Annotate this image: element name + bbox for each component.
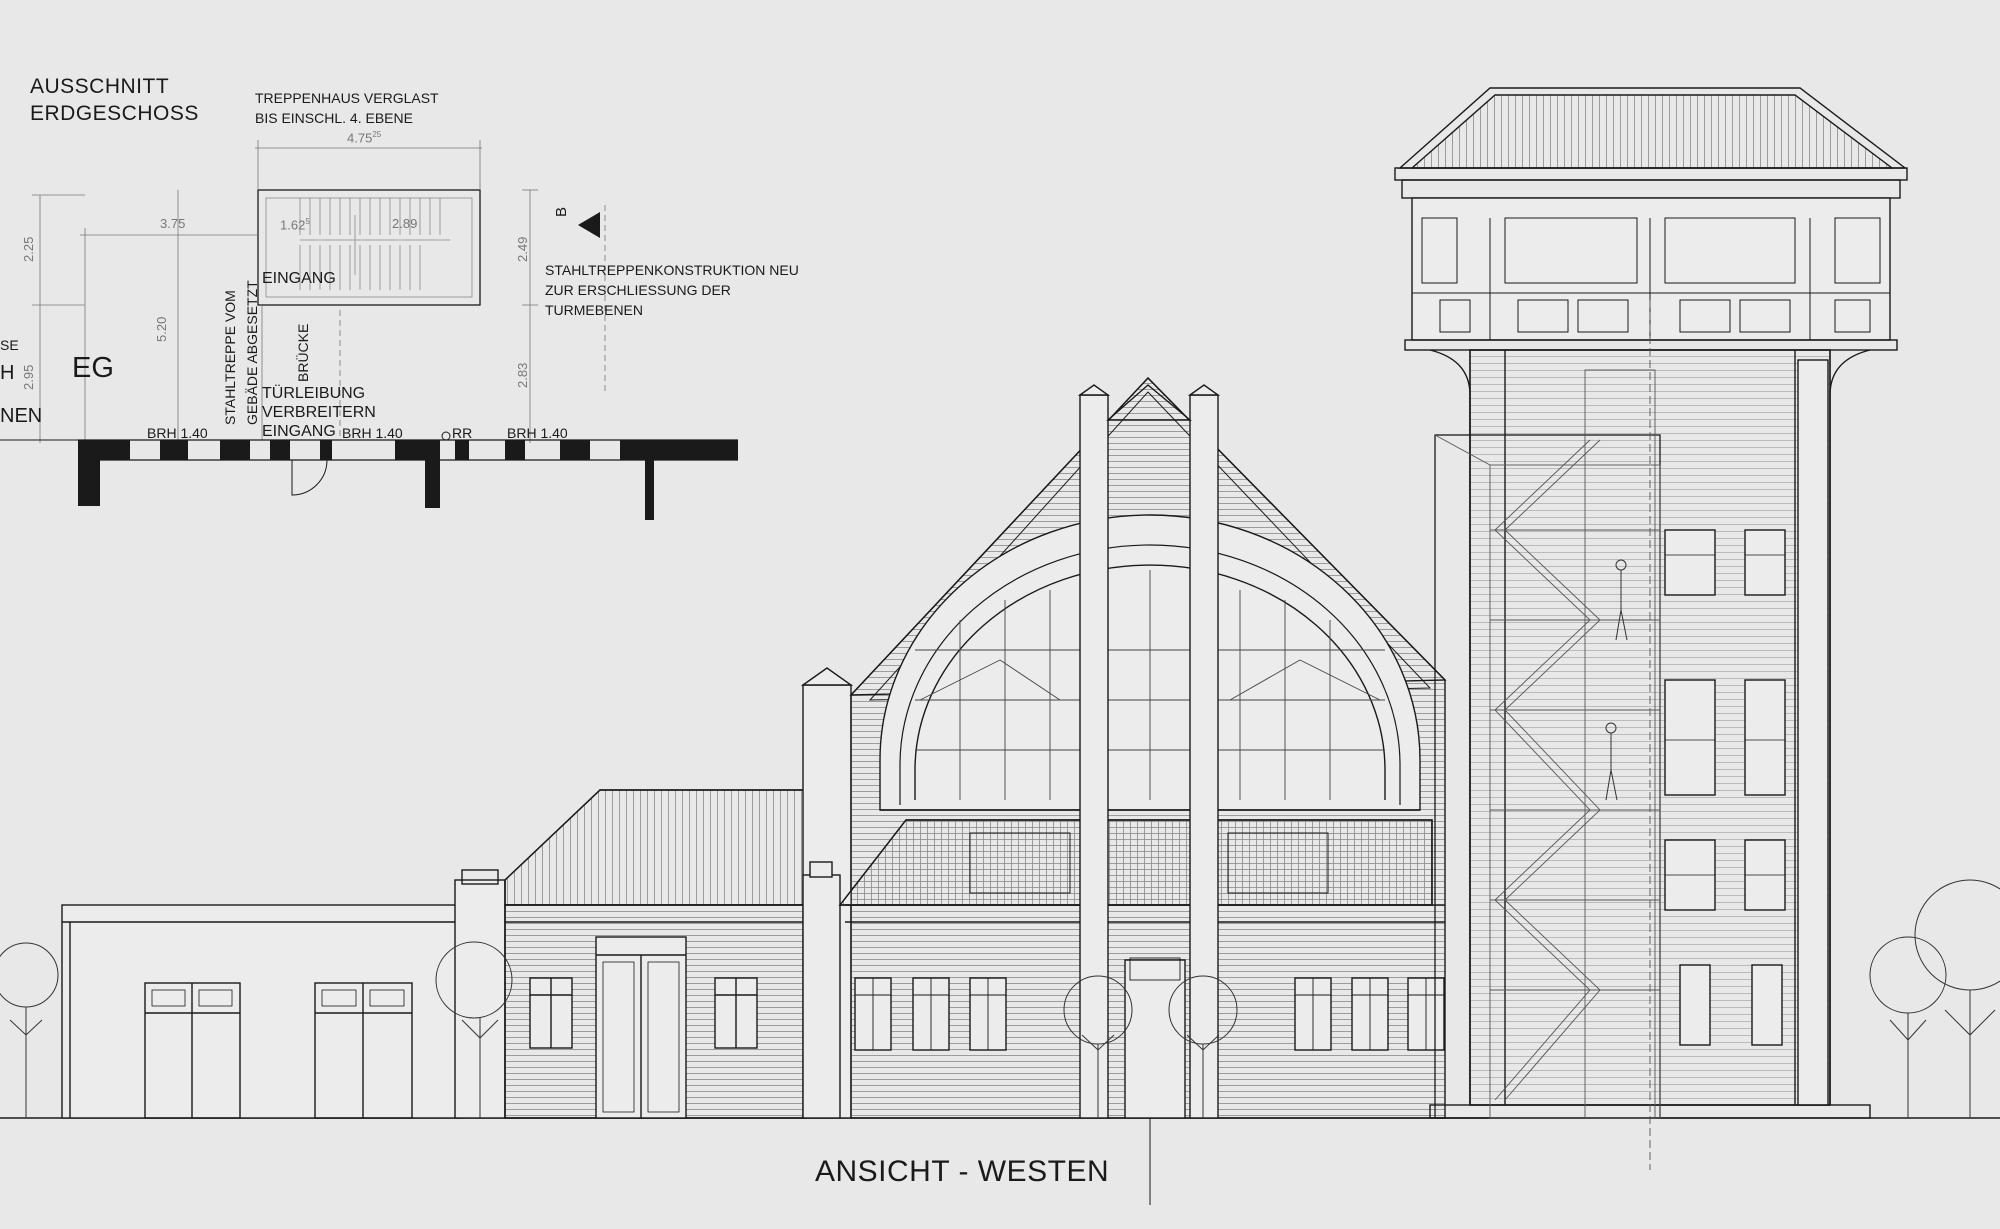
cut-text-2: H [0, 362, 15, 384]
dimension-162: 1.625 [280, 217, 310, 233]
label-brh-1: BRH 1.40 [147, 425, 208, 441]
dimension-249: 2.49 [515, 236, 530, 262]
page-title: ANSICHT - WESTEN [815, 1155, 1110, 1188]
annex-building [61, 904, 463, 1119]
label-stahltreppe-1: STAHLTREPPE VOM [222, 290, 238, 425]
cut-text-1: SE [0, 337, 19, 353]
label-tuerleibung-2: VERBREITERN [262, 404, 376, 421]
detail-title-line1: AUSSCHNITT [30, 75, 170, 98]
note-steel-stair-3: TURMEBENEN [545, 302, 644, 318]
dimension-295: 2.95 [21, 364, 36, 390]
label-eingang-bottom: EINGANG [262, 423, 336, 440]
label-bruecke: BRÜCKE [295, 323, 311, 382]
dimension-283: 2.83 [515, 362, 530, 388]
dimension-289: 2.89 [392, 216, 418, 231]
trees [0, 879, 2000, 1118]
label-eg: EG [72, 352, 114, 384]
middle-section [454, 789, 811, 1119]
main-hall [800, 376, 1447, 1119]
section-marker: B [553, 206, 570, 217]
note-stair-glazed-2: BIS EINSCHL. 4. EBENE [255, 110, 413, 126]
dimension-520: 5.20 [154, 316, 169, 342]
label-stahltreppe-2: GEBÄDE ABGESETZT [244, 280, 260, 425]
cut-text-3: NEN [0, 405, 43, 427]
detail-title-line2: ERDGESCHOSS [30, 102, 199, 125]
note-steel-stair-1: STAHLTREPPENKONSTRUKTION NEU [545, 262, 799, 278]
label-brh-2: BRH 1.40 [342, 425, 403, 441]
dimension-375: 3.75 [160, 216, 186, 231]
floor-plan-detail [0, 140, 738, 520]
label-tuerleibung-1: TÜRLEIBUNG [262, 385, 366, 402]
dimension-225: 2.25 [21, 236, 36, 262]
tower [1394, 87, 1908, 1170]
label-brh-3: BRH 1.40 [507, 425, 568, 441]
label-rr: RR [452, 425, 473, 441]
label-eingang-top: EINGANG [262, 270, 336, 287]
dimension-475: 4.7525 [347, 130, 382, 146]
note-steel-stair-2: ZUR ERSCHLIESSUNG DER [545, 282, 731, 298]
note-stair-glazed-1: TREPPENHAUS VERGLAST [255, 90, 439, 106]
